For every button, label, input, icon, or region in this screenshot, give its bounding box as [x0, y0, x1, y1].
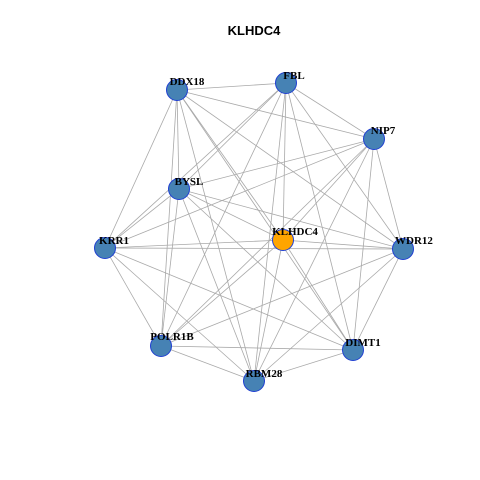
edge-wdr12-rbm28	[253, 248, 404, 382]
edge-ddx18-dimt1	[176, 89, 354, 351]
node-label-rbm28: RBM28	[246, 368, 283, 380]
node-label-nip7: NIP7	[371, 125, 396, 137]
node-label-polr1b: POLR1B	[150, 331, 194, 343]
edge-klhdc4-bysl	[178, 188, 284, 241]
edge-bysl-rbm28	[178, 188, 255, 382]
node-klhdc4[interactable]	[272, 229, 294, 251]
edge-klhdc4-ddx18	[176, 89, 284, 241]
edge-ddx18-krr1	[104, 89, 178, 249]
node-dimt1[interactable]	[342, 339, 364, 361]
node-label-bysl: BYSL	[175, 176, 204, 188]
edge-layer	[104, 82, 404, 382]
node-bysl[interactable]	[168, 178, 190, 200]
edge-klhdc4-dimt1	[282, 239, 354, 351]
edge-bysl-dimt1	[178, 188, 354, 351]
edge-dimt1-rbm28	[253, 349, 354, 382]
edge-fbl-bysl	[178, 82, 287, 190]
edge-nip7-bysl	[178, 138, 375, 190]
edge-polr1b-dimt1	[160, 345, 354, 351]
node-rbm28[interactable]	[243, 370, 265, 392]
edge-fbl-ddx18	[176, 82, 287, 91]
edge-klhdc4-krr1	[104, 239, 284, 249]
edge-fbl-polr1b	[160, 82, 287, 347]
edge-nip7-polr1b	[160, 138, 375, 347]
edge-krr1-rbm28	[104, 247, 255, 382]
edge-bysl-polr1b	[160, 188, 180, 347]
edge-fbl-rbm28	[253, 82, 287, 382]
edge-fbl-nip7	[285, 82, 375, 140]
edge-nip7-krr1	[104, 138, 375, 249]
edge-krr1-dimt1	[104, 247, 354, 351]
edge-bysl-wdr12	[178, 188, 404, 250]
edge-klhdc4-wdr12	[282, 239, 404, 250]
node-nip7[interactable]	[363, 128, 385, 150]
edge-wdr12-dimt1	[352, 248, 404, 351]
node-polr1b[interactable]	[150, 335, 172, 357]
edge-nip7-wdr12	[373, 138, 404, 250]
edge-fbl-wdr12	[285, 82, 404, 250]
node-label-wdr12: WDR12	[395, 235, 433, 247]
node-label-ddx18: DDX18	[170, 76, 205, 88]
edge-nip7-rbm28	[253, 138, 375, 382]
edge-klhdc4-fbl	[282, 82, 287, 241]
node-label-krr1: KRR1	[99, 235, 129, 247]
edge-nip7-dimt1	[352, 138, 375, 351]
edge-wdr12-polr1b	[160, 248, 404, 347]
edge-fbl-dimt1	[285, 82, 354, 351]
edge-klhdc4-rbm28	[253, 239, 284, 382]
edge-polr1b-rbm28	[160, 345, 255, 382]
edge-krr1-wdr12	[104, 247, 404, 250]
node-ddx18[interactable]	[166, 79, 188, 101]
node-fbl[interactable]	[275, 72, 297, 94]
edge-ddx18-nip7	[176, 89, 375, 140]
edge-krr1-polr1b	[104, 247, 162, 347]
node-krr1[interactable]	[94, 237, 116, 259]
edge-bysl-krr1	[104, 188, 180, 249]
node-label-dimt1: DIMT1	[345, 337, 380, 349]
edge-fbl-krr1	[104, 82, 287, 249]
edge-klhdc4-polr1b	[160, 239, 284, 347]
diagram-title: KLHDC4	[228, 23, 281, 38]
node-layer	[94, 72, 414, 392]
node-label-klhdc4: KLHDC4	[272, 226, 318, 238]
node-label-fbl: FBL	[283, 70, 304, 82]
edge-ddx18-rbm28	[176, 89, 255, 382]
node-wdr12[interactable]	[392, 238, 414, 260]
edge-klhdc4-nip7	[282, 138, 375, 241]
edge-ddx18-bysl	[176, 89, 180, 190]
edge-ddx18-polr1b	[160, 89, 178, 347]
